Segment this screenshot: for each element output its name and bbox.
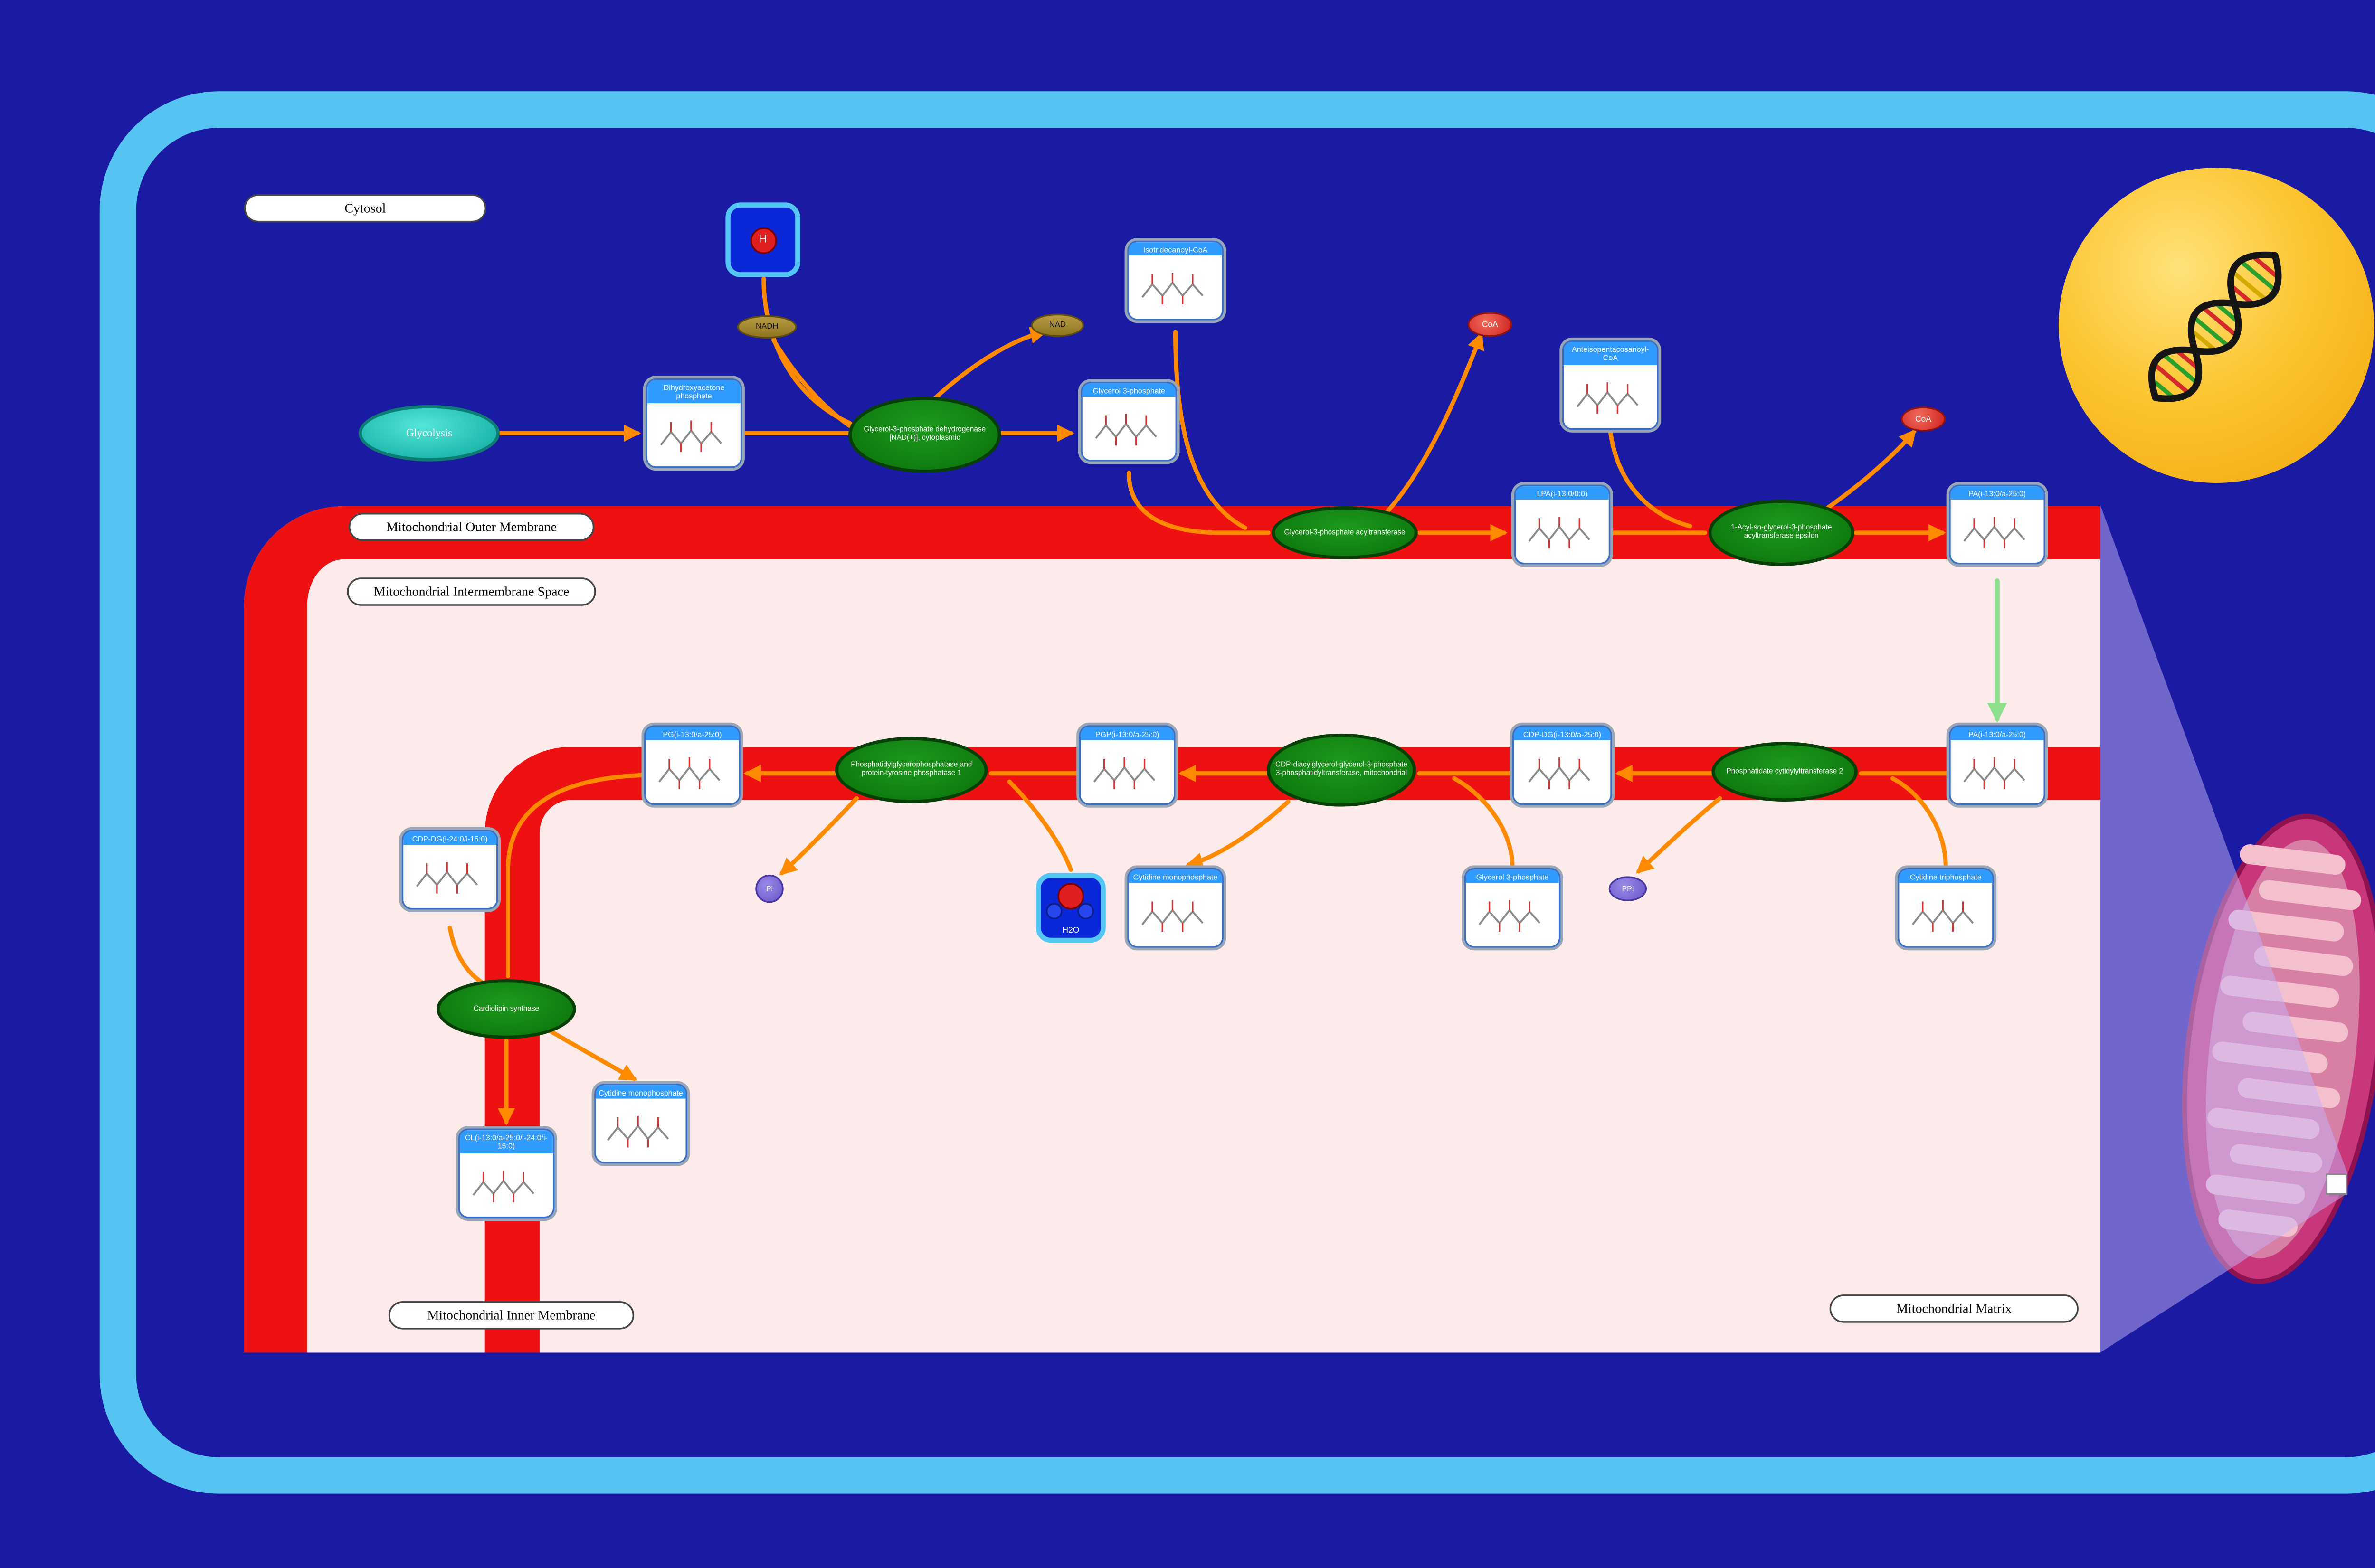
cofactor-label: CoA [1482,319,1498,330]
enzyme-gpat[interactable]: Glycerol-3-phosphate acyltransferase [1272,506,1418,559]
metabolite-label: LPA(i-13:0/0:0) [1516,486,1609,501]
chemical-structure [1950,740,2044,804]
hydrogen-atom-icon [1077,903,1094,920]
enzyme-gpd1[interactable]: Glycerol-3-phosphate dehydrogenase [NAD(… [848,397,1001,473]
hydrogen-ion-box[interactable]: H [725,202,800,277]
hydrogen-atom-icon [1045,903,1063,920]
region-label-matrix: Mitochondrial Matrix [1829,1294,2079,1323]
metabolite-pa-outer[interactable]: PA(i-13:0/a-25:0) [1949,484,2045,565]
metabolite-pgp[interactable]: PGP(i-13:0/a-25:0) [1079,725,1176,806]
region-label-inner-membrane: Mitochondrial Inner Membrane [388,1301,635,1330]
chemical-structure [1129,883,1222,947]
metabolite-cardiolipin[interactable]: CL(i-13:0/a-25:0/i-24:0/i-15:0) [458,1128,555,1218]
metabolite-cdp-dg-1[interactable]: CDP-DG(i-13:0/a-25:0) [1512,725,1612,806]
metabolite-label: CDP-DG(i-24:0/i-15:0) [403,831,497,845]
cell-membrane [99,91,2375,1494]
enzyme-label: Phosphatidate cytidylyltransferase 2 [1726,766,1843,775]
enzyme-label: Phosphatidylglycerophosphatase and prote… [851,760,972,777]
metabolite-label: Cytidine monophosphate [596,1085,686,1099]
metabolite-dhap[interactable]: Dihydroxyacetone phosphate [646,378,742,468]
enzyme-crls1[interactable]: Cardiolipin synthase [437,979,576,1039]
metabolite-g3p-matrix[interactable]: Glycerol 3-phosphate [1464,868,1561,948]
cofactor-label: NADH [755,322,779,331]
nucleus [2058,168,2374,483]
chemical-structure [596,1099,686,1162]
enzyme-label: Glycerol-3-phosphate acyltransferase [1284,527,1406,536]
metabolite-pa-inner[interactable]: PA(i-13:0/a-25:0) [1949,725,2045,806]
cofactor-ppi[interactable]: PPi [1608,876,1647,901]
metabolite-label: PA(i-13:0/a-25:0) [1950,486,2044,501]
chemical-structure [460,1152,553,1216]
region-label-intermembrane-space: Mitochondrial Intermembrane Space [347,577,596,606]
metabolite-label: Cytidine monophosphate [1129,869,1222,884]
cofactor-label: Pi [766,884,773,893]
enzyme-label: Cardiolipin synthase [473,1003,540,1012]
chemical-structure [1950,500,2044,563]
metabolite-isotridecanoyl-coa[interactable]: Isotridecanoyl-CoA [1127,240,1224,321]
hydrogen-ion: H [750,227,776,254]
enzyme-agpat[interactable]: 1-Acyl-sn-glycerol-3-phosphate acyltrans… [1708,500,1855,566]
cofactor-nadh[interactable]: NADH [737,315,797,339]
zoom-target-square [2326,1173,2348,1195]
metabolite-label: Cytidine triphosphate [1899,869,1993,884]
chemical-structure [646,740,739,804]
metabolite-pg[interactable]: PG(i-13:0/a-25:0) [644,725,741,806]
metabolite-label: Dihydroxyacetone phosphate [647,380,741,403]
enzyme-ptpmt1[interactable]: Phosphatidylglycerophosphatase and prote… [835,737,988,803]
metabolite-label: PG(i-13:0/a-25:0) [646,727,739,741]
metabolite-label: Isotridecanoyl-CoA [1129,242,1222,256]
dna-icon [2148,251,2282,402]
pathway-label: Glycolysis [406,427,453,439]
chemical-structure [1081,740,1174,804]
enzyme-pgs1[interactable]: CDP-diacylglycerol-glycerol-3-phosphate … [1266,733,1416,807]
chemical-structure [1564,364,1657,428]
metabolite-ctp[interactable]: Cytidine triphosphate [1897,868,1994,948]
metabolite-cmp-left[interactable]: Cytidine monophosphate [594,1084,687,1164]
water-box[interactable]: H2O [1036,873,1106,943]
water-label: H2O [1062,926,1080,936]
chemical-structure [647,402,741,466]
cofactor-coa-2[interactable]: CoA [1900,406,1946,432]
metabolite-g3p-cytosol[interactable]: Glycerol 3-phosphate [1081,381,1178,462]
metabolite-label: Glycerol 3-phosphate [1082,383,1176,397]
metabolite-label: PGP(i-13:0/a-25:0) [1081,727,1174,741]
metabolite-label: CL(i-13:0/a-25:0/i-24:0/i-15:0) [460,1130,553,1153]
pathway-glycolysis[interactable]: Glycolysis [358,405,500,462]
metabolite-cdp-dg-2[interactable]: CDP-DG(i-24:0/i-15:0) [401,830,498,910]
metabolite-anteisopentacosanoyl-coa[interactable]: Anteisopentacosanoyl-CoA [1562,340,1659,429]
zoom-projection [2100,504,2348,1353]
chemical-structure [403,845,497,908]
cofactor-nad[interactable]: NAD [1031,313,1084,337]
enzyme-label: Glycerol-3-phosphate dehydrogenase [NAD(… [864,425,986,442]
region-label-cytosol: Cytosol [244,194,487,223]
cofactor-coa-1[interactable]: CoA [1467,312,1513,337]
enzyme-label: 1-Acyl-sn-glycerol-3-phosphate acyltrans… [1731,523,1832,539]
metabolite-label: Glycerol 3-phosphate [1466,869,1559,884]
enzyme-label: CDP-diacylglycerol-glycerol-3-phosphate … [1275,760,1408,777]
region-label-outer-membrane: Mitochondrial Outer Membrane [348,512,595,542]
cofactor-label: CoA [1915,414,1932,424]
metabolite-label: Anteisopentacosanoyl-CoA [1564,341,1657,365]
cofactor-pi[interactable]: Pi [755,874,784,903]
chemical-structure [1516,500,1609,563]
chemical-structure [1129,256,1222,320]
cofactor-label: PPi [1622,884,1634,893]
metabolite-cmp-matrix[interactable]: Cytidine monophosphate [1127,868,1224,948]
enzyme-cds2[interactable]: Phosphatidate cytidylyltransferase 2 [1711,742,1858,802]
chemical-structure [1514,740,1611,804]
chemical-structure [1899,883,1993,947]
chemical-structure [1466,883,1559,947]
reaction-arrow-paths [447,276,2007,1125]
metabolite-label: CDP-DG(i-13:0/a-25:0) [1514,727,1611,741]
metabolite-label: PA(i-13:0/a-25:0) [1950,727,2044,741]
chemical-structure [1082,397,1176,461]
cofactor-label: NAD [1049,321,1066,330]
metabolite-lpa[interactable]: LPA(i-13:0/0:0) [1514,484,1611,565]
